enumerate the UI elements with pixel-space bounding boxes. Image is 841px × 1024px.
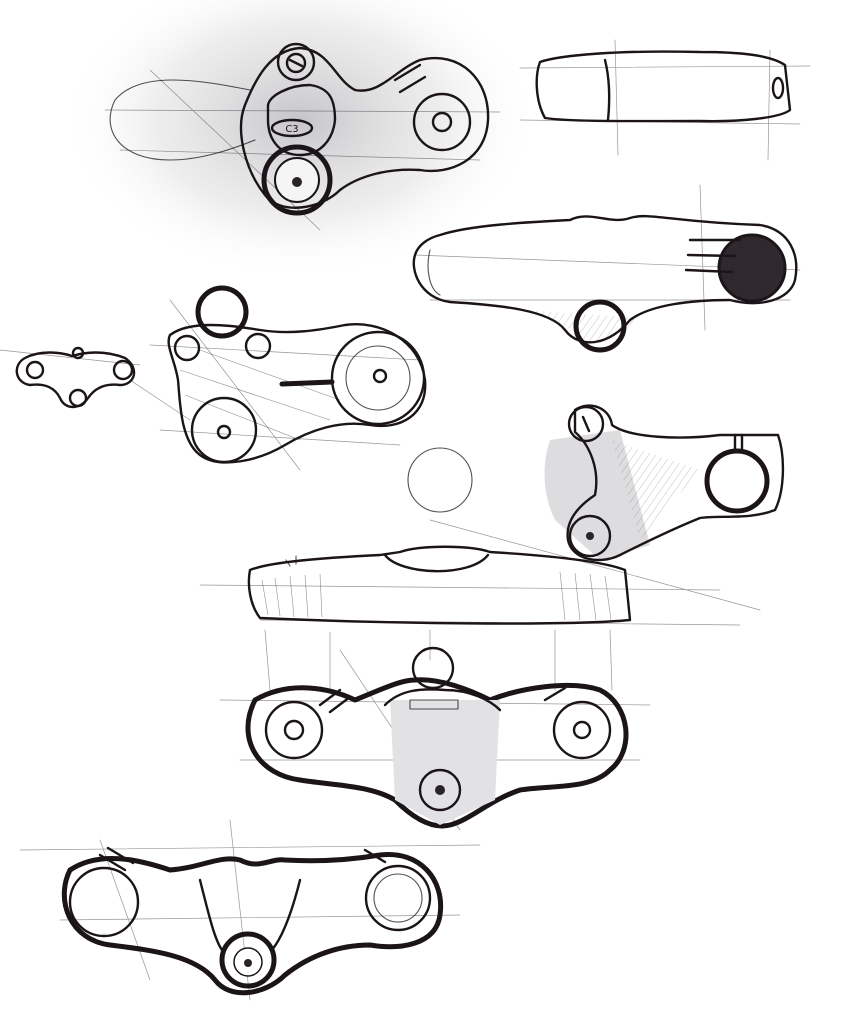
- hatched-disc-texture: [719, 235, 785, 301]
- sketch-thumbnail: [0, 346, 141, 409]
- sketch-top-clamp-shaded: C3: [60, 0, 540, 280]
- arm-outline: [412, 214, 798, 344]
- bottom-webbing: [198, 878, 302, 952]
- profile-bolt: [771, 76, 785, 100]
- sketch-mid-clamp: [129, 285, 427, 471]
- front-top-eye: [411, 646, 455, 690]
- front-clamp-top-notch: [383, 688, 502, 712]
- bottom-right-ring: [373, 873, 423, 923]
- mid-clamp-outline: [167, 323, 427, 464]
- profile-step: [603, 58, 611, 122]
- bottom-eye-outer: [261, 144, 333, 216]
- thumb-eye-right: [112, 359, 134, 381]
- top-eye-inner: [285, 52, 307, 74]
- bottom-eye-bolt: [292, 177, 302, 187]
- profile-outline: [535, 50, 792, 123]
- angled-arm-hatching: [612, 440, 700, 540]
- ghost-arm-outline: [109, 79, 256, 161]
- center-plate: [266, 83, 337, 157]
- pinch-slot: [393, 63, 427, 94]
- mid-eye-center: [244, 332, 272, 360]
- mid-eye-left: [173, 334, 201, 362]
- bottom-slots: [98, 846, 387, 872]
- front-right-eye: [552, 700, 612, 760]
- angled-bottom-eye: [568, 514, 612, 558]
- front-right-bolt: [572, 720, 592, 740]
- sketch-long-arm: [412, 184, 801, 353]
- construction-lines: [19, 819, 481, 1001]
- right-eye-outer: [412, 92, 472, 152]
- angled-arm-body: [566, 404, 785, 562]
- angled-top-slot: [581, 415, 591, 433]
- front-left-eye: [264, 700, 324, 760]
- angled-right-eye: [704, 448, 770, 514]
- mid-lower-bolt: [216, 424, 232, 440]
- bottom-right-eye: [364, 864, 432, 932]
- thumb-outline: [15, 351, 136, 409]
- top-eye-slot: [288, 58, 304, 68]
- sketch-bottom-clamp: [19, 819, 481, 1001]
- thumb-eye-bottom: [68, 388, 88, 408]
- marker-shadow: [60, 0, 540, 280]
- front-clamp-badge: [409, 699, 459, 710]
- front-bottom-eye: [418, 768, 462, 812]
- arm-lower-eye: [573, 299, 627, 353]
- arm-hatching: [525, 310, 640, 345]
- plank-outline: [247, 545, 632, 625]
- front-clamp-body: [245, 677, 629, 829]
- front-clamp-center: [390, 700, 500, 825]
- sketch-front-clamp: [219, 646, 651, 831]
- mid-clamp-hatching: [179, 349, 341, 441]
- clamp-body: [239, 46, 490, 209]
- construction-lines: [199, 519, 761, 626]
- top-eye-outer: [276, 42, 316, 82]
- projection-lines: [264, 629, 613, 691]
- thumb-eye-top: [71, 346, 85, 360]
- mid-top-eye: [195, 285, 249, 339]
- bottom-left-eye: [68, 866, 140, 938]
- arm-slots: [684, 238, 742, 274]
- mid-lower-eye: [190, 396, 258, 464]
- ghost-circle: [407, 447, 473, 513]
- front-bottom-bolt: [435, 785, 445, 795]
- emblem-badge: [270, 118, 314, 138]
- construction-lines: [129, 299, 421, 471]
- sketch-plank-side: [199, 519, 761, 691]
- bottom-center-eye: [219, 931, 277, 989]
- angled-bottom-bolt: [586, 532, 594, 540]
- sketch-side-profile: [519, 39, 811, 161]
- bottom-clamp-outline: [61, 851, 444, 996]
- mid-big-disc-outer: [330, 330, 426, 426]
- sketch-angled-arm: [407, 404, 785, 562]
- plank-notch: [383, 553, 490, 573]
- mid-slot: [279, 379, 335, 387]
- bottom-center-bolt: [244, 959, 252, 967]
- emblem-text: C3: [285, 124, 298, 135]
- plank-hatching: [261, 571, 612, 621]
- thumb-eye-left: [25, 360, 45, 380]
- front-left-bolt: [283, 719, 305, 741]
- angled-top-eye: [567, 405, 605, 443]
- plank-pin: [285, 555, 297, 567]
- angled-right-slot: [733, 433, 744, 454]
- right-eye-inner: [431, 111, 453, 133]
- front-slots: [318, 686, 567, 714]
- mid-big-disc-ring: [345, 345, 411, 411]
- mid-big-disc-bolt: [372, 368, 388, 384]
- arm-left-end: [427, 249, 441, 296]
